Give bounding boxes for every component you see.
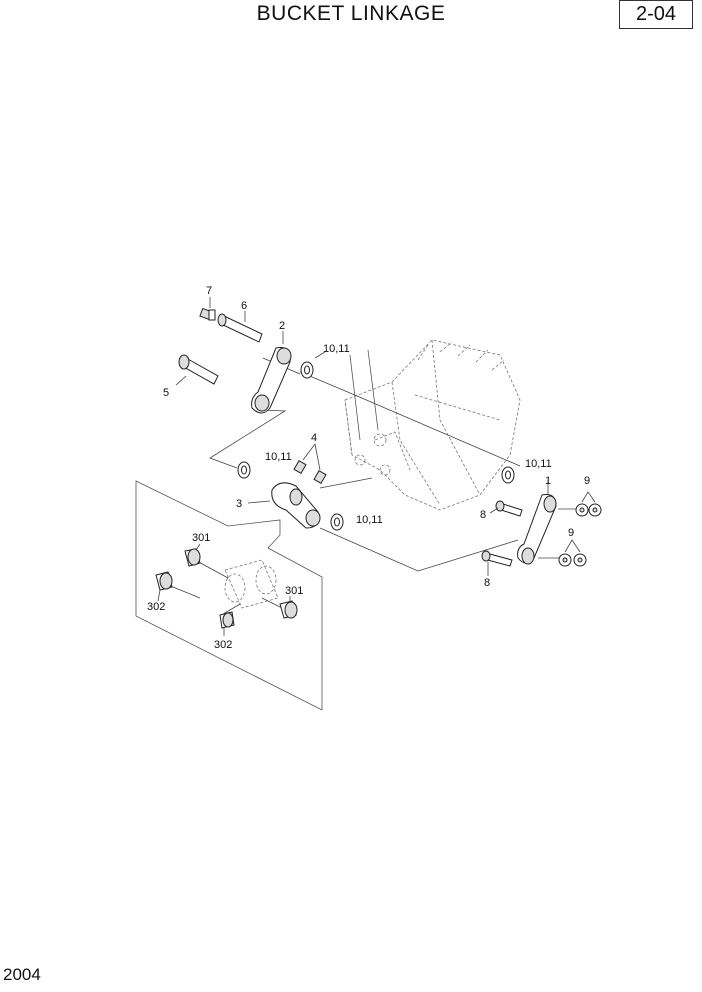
callout-301-b: 301 bbox=[285, 585, 303, 597]
callout-302-a: 302 bbox=[147, 601, 165, 613]
callout-301-a: 301 bbox=[192, 532, 210, 544]
washers-10-11 bbox=[237, 351, 515, 531]
callout-10-11-b: 10,11 bbox=[265, 451, 292, 463]
bucket-ghost-outline bbox=[344, 339, 521, 511]
part-301-302-bushings bbox=[155, 543, 298, 636]
part-8-bolts bbox=[481, 500, 523, 576]
callout-3: 3 bbox=[236, 498, 242, 510]
callout-302-b: 302 bbox=[214, 639, 232, 651]
part-9-nuts bbox=[538, 491, 602, 567]
part-3-link bbox=[247, 482, 321, 529]
callout-labels: 7 6 2 10,11 5 4 10,11 3 10,11 10,11 1 9 … bbox=[147, 285, 590, 651]
callout-10-11-d: 10,11 bbox=[525, 458, 552, 470]
callout-6: 6 bbox=[241, 300, 247, 312]
footer-code: 2004 bbox=[3, 965, 41, 984]
callout-4: 4 bbox=[311, 432, 317, 444]
callout-8-b: 8 bbox=[484, 577, 490, 589]
callout-8-a: 8 bbox=[480, 509, 486, 521]
part-2-link bbox=[251, 331, 292, 414]
page-number-box: 2-04 bbox=[619, 0, 693, 29]
callout-2: 2 bbox=[279, 320, 285, 332]
callout-9-b: 9 bbox=[568, 527, 574, 539]
callout-1: 1 bbox=[545, 475, 551, 487]
page-title: BUCKET LINKAGE bbox=[256, 2, 446, 25]
part-5-pin bbox=[175, 354, 219, 386]
part-7-grease-fitting bbox=[199, 297, 216, 321]
part-4-grease-fittings bbox=[293, 443, 327, 485]
bushing-ghost bbox=[167, 559, 287, 617]
callout-5: 5 bbox=[163, 387, 169, 399]
callout-9-a: 9 bbox=[584, 475, 590, 487]
callout-10-11-c: 10,11 bbox=[356, 514, 383, 526]
callout-10-11-a: 10,11 bbox=[323, 343, 350, 355]
part-1-link bbox=[517, 480, 557, 565]
callout-7: 7 bbox=[206, 285, 212, 297]
assembly-lines bbox=[135, 357, 521, 711]
part-6-pin bbox=[217, 311, 263, 343]
